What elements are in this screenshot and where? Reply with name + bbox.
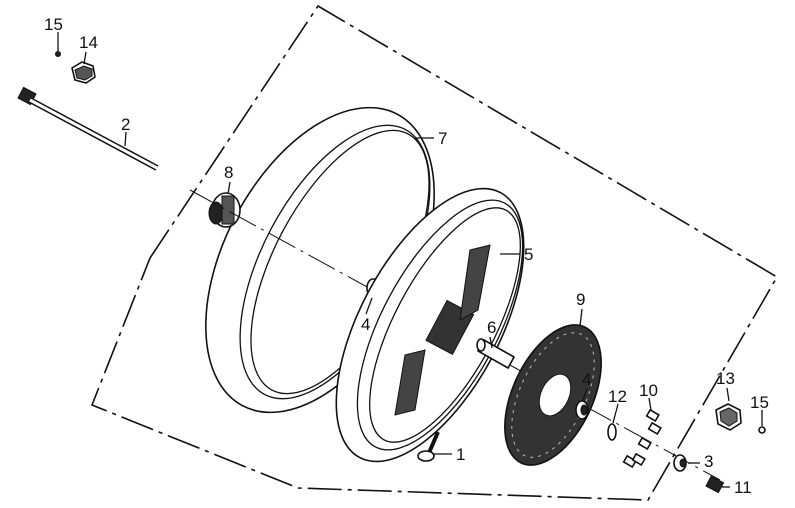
- callout-4-left: 4: [361, 315, 370, 334]
- leader-lines: [57, 32, 763, 488]
- callout-13: 13: [716, 369, 735, 388]
- left-collar: [208, 192, 241, 228]
- callout-4-right: 4: [582, 370, 591, 389]
- side-collar: [673, 454, 687, 472]
- callout-labels: 1 2 3 4 4 5 6 7 8 9 10 11 12 13 14 15 15: [44, 15, 769, 497]
- axle-shaft: [17, 86, 159, 171]
- callout-11: 11: [734, 478, 752, 497]
- brake-disc: [504, 324, 602, 466]
- cotter-pin-left: [55, 51, 61, 57]
- axis-line: [189, 189, 721, 481]
- callout-1: 1: [456, 445, 465, 464]
- bolt-right: [705, 475, 725, 494]
- callout-7: 7: [438, 129, 447, 148]
- axle-nut-right: [715, 403, 742, 431]
- wheel-rim: [335, 187, 525, 463]
- axle-nut-left: [71, 61, 96, 84]
- distance-collar: [476, 338, 516, 370]
- callout-10: 10: [639, 381, 658, 400]
- callout-14: 14: [79, 33, 98, 52]
- callout-8: 8: [224, 163, 233, 182]
- callout-15-left: 15: [44, 15, 63, 34]
- callout-5: 5: [524, 245, 533, 264]
- cotter-pin-right: [758, 426, 766, 434]
- callout-9: 9: [576, 290, 585, 309]
- assembly-boundary: [90, 4, 779, 501]
- callout-3: 3: [704, 452, 713, 471]
- callout-15-right: 15: [750, 393, 769, 412]
- callout-12: 12: [608, 387, 627, 406]
- disc-bolts: [622, 408, 662, 469]
- callout-6: 6: [487, 318, 496, 337]
- oil-seal: [607, 423, 617, 441]
- callout-2: 2: [121, 115, 130, 134]
- valve-stem: [417, 431, 440, 462]
- bearing-right: [575, 400, 589, 420]
